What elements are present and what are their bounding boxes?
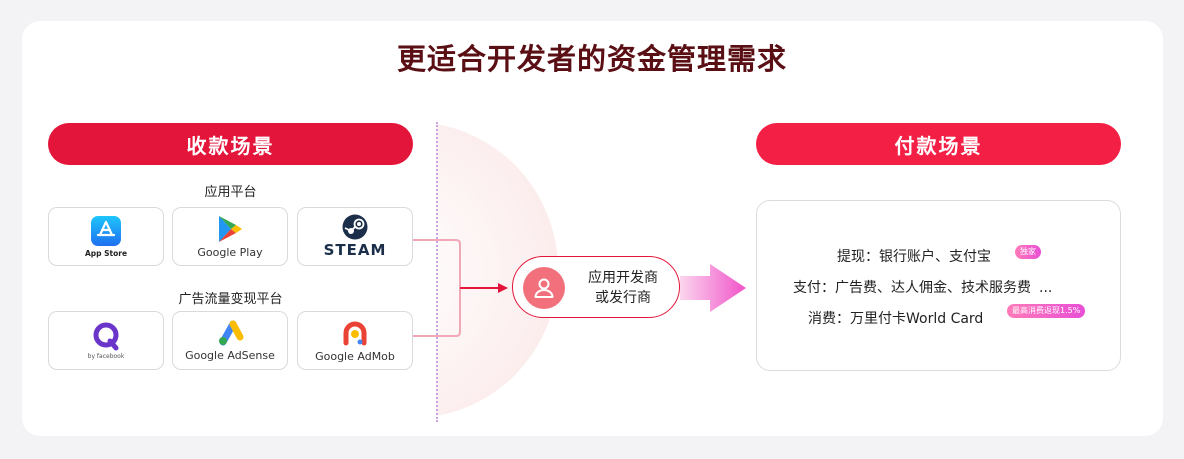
developer-label-line2: 或发行商 (595, 290, 651, 306)
ad-platform-label: 广告流量变现平台 (178, 292, 283, 307)
developer-user-icon (523, 267, 565, 309)
withdraw-label: 提现： (837, 249, 879, 265)
payment-row: 支付：广告费、达人佣金、技术服务费... (793, 277, 1052, 297)
developer-label-line1: 应用开发商 (588, 270, 658, 286)
steam-icon (342, 214, 368, 240)
exclusive-badge: 独家 (1015, 245, 1041, 259)
withdraw-row: 提现：银行账户、支付宝 (837, 246, 991, 266)
audience-network-tile[interactable]: by facebook (48, 311, 164, 370)
google-admob-caption: Google AdMob (315, 349, 395, 363)
payment-more: ... (1039, 280, 1053, 296)
google-play-caption: Google Play (197, 245, 263, 259)
consume-value: 万里付卡World Card (850, 311, 984, 327)
flow-connector (413, 239, 508, 337)
google-adsense-caption: Google AdSense (185, 348, 275, 362)
pay-scene-panel: 提现：银行账户、支付宝 独家 支付：广告费、达人佣金、技术服务费... 消费：万… (756, 200, 1121, 371)
app-store-tile[interactable]: App Store (48, 207, 164, 266)
app-platform-label: 应用平台 (204, 185, 257, 200)
flow-arrow-icon (680, 264, 746, 312)
audience-network-icon (93, 322, 119, 351)
steam-tile[interactable]: STEAM (297, 207, 413, 266)
payment-value: 广告费、达人佣金、技术服务费 (835, 280, 1031, 296)
developer-label: 应用开发商 或发行商 (571, 268, 675, 308)
pay-scene-header: 付款场景 (756, 123, 1121, 165)
google-play-tile[interactable]: Google Play (172, 207, 288, 266)
google-play-icon (219, 215, 242, 242)
page-title: 更适合开发者的资金管理需求 (396, 42, 787, 76)
steam-caption: STEAM (323, 241, 387, 259)
payment-label: 支付： (793, 280, 835, 296)
cashback-badge: 最高消费返现1.5% (1007, 304, 1086, 318)
receive-scene-header: 收款场景 (48, 123, 413, 165)
app-store-caption: App Store (84, 248, 128, 258)
developer-node: 应用开发商 或发行商 (512, 256, 680, 318)
consume-row: 消费：万里付卡World Card (808, 308, 983, 328)
google-adsense-tile[interactable]: Google AdSense (172, 311, 288, 370)
app-store-icon (91, 215, 121, 246)
google-adsense-icon (219, 320, 244, 345)
dotted-divider (436, 122, 438, 422)
withdraw-value: 银行账户、支付宝 (879, 249, 991, 265)
google-admob-tile[interactable]: Google AdMob (297, 311, 413, 370)
consume-label: 消费： (808, 311, 850, 327)
audience-network-caption: by facebook (87, 353, 125, 360)
google-admob-icon (343, 321, 367, 345)
